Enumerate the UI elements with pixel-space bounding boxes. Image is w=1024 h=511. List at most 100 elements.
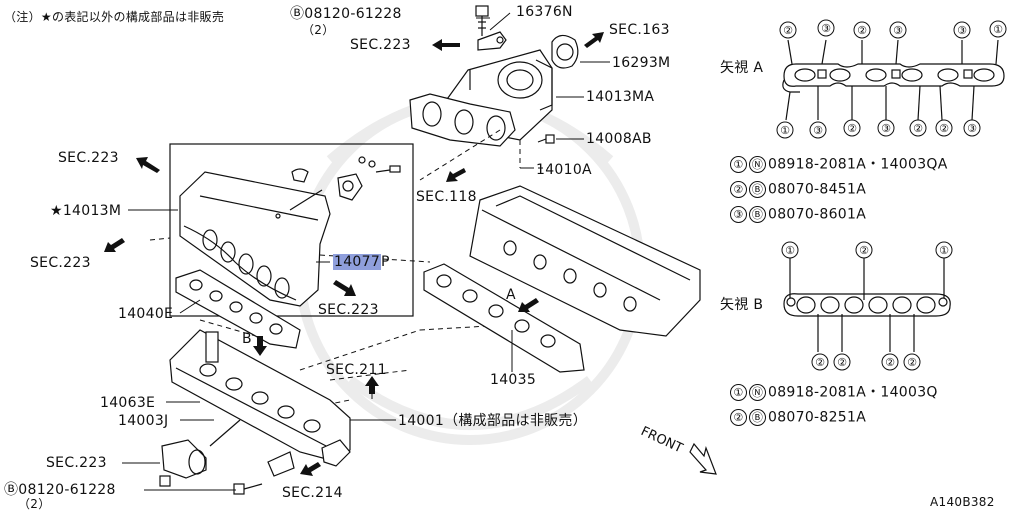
view-b-top-mark: ① — [939, 244, 949, 257]
label-14010a: 14010A — [536, 162, 592, 178]
view-b-bottom-mark: ② — [837, 356, 847, 369]
view-a-top-marks: ② ③ ② ③ ③ ① — [779, 19, 1007, 39]
legend-code: Ⓑ — [749, 181, 766, 198]
gasket-16293m-part — [551, 34, 579, 69]
view-a-top-mark: ③ — [821, 22, 831, 35]
legend-mark: ① — [730, 156, 747, 173]
view-a-bottom-marks: ① ③ ② ③ ② ② ③ — [776, 119, 981, 139]
legend-text: 08070-8251A — [768, 409, 867, 426]
legend-text: 08918-2081A・14003QA — [768, 156, 948, 173]
bracket-16376n-part — [477, 31, 507, 51]
front-arrow — [689, 442, 717, 475]
legend-code: Ⓝ — [749, 156, 766, 173]
view-a-top-mark: ③ — [893, 24, 903, 37]
label-bolt-bottom: Ⓑ08120-61228 — [4, 482, 116, 498]
gasket-14010a-part — [409, 93, 516, 147]
label-sec214: SEC.214 — [282, 485, 343, 501]
sensor-parts — [275, 156, 401, 219]
note-text: （注）★の表記以外の構成部品は非販売 — [4, 10, 225, 24]
arrow-sec214 — [300, 462, 321, 476]
arrow-sec118 — [446, 168, 466, 182]
view-b-title: 矢視 B — [720, 297, 764, 313]
label-arrow-b: B — [242, 331, 252, 347]
label-bolt-top-qty: （2） — [302, 23, 335, 37]
label-14035: 14035 — [490, 372, 537, 388]
label-bolt-bottom-qty: （2） — [18, 497, 51, 511]
label-sec211: SEC.211 — [326, 362, 387, 378]
view-b-top-marks: ① ② ① — [781, 241, 953, 259]
cylinder-head-part — [469, 185, 701, 337]
legend-mark: ② — [730, 409, 747, 426]
view-a-bottom-mark: ① — [780, 124, 790, 137]
label-bolt-top: Ⓑ08120-61228 — [290, 6, 402, 22]
label-sec118: SEC.118 — [416, 189, 477, 205]
label-arrow-a: A — [506, 287, 516, 303]
actuator-part — [161, 439, 207, 479]
label-16293m: 16293M — [612, 55, 671, 71]
view-b-top-mark: ① — [785, 244, 795, 257]
lower-manifold-14001-part — [169, 329, 351, 461]
label-14040e: 14040E — [118, 306, 174, 322]
view-a-top-mark: ② — [783, 24, 793, 37]
bolt-top-part — [475, 5, 489, 36]
view-a-bottom-mark: ③ — [967, 122, 977, 135]
view-b-bottom-mark: ② — [815, 356, 825, 369]
label-sec163: SEC.163 — [609, 22, 670, 38]
view-a-title: 矢視 A — [720, 60, 764, 76]
legend-mark: ③ — [730, 206, 747, 223]
view-b-drawing — [783, 258, 951, 352]
legend-code: Ⓑ — [749, 206, 766, 223]
legend-mark: ② — [730, 181, 747, 198]
label-14013m: ★14013M — [50, 203, 122, 219]
label-sec223-left1: SEC.223 — [58, 150, 119, 166]
drawing-id: A140B382 — [930, 495, 995, 509]
arrow-sec223-top — [432, 39, 460, 51]
intake-manifold-14013m-part — [179, 171, 331, 307]
view-a-top-mark: ① — [993, 23, 1003, 36]
arrow-sec223-box — [333, 280, 356, 296]
view-a-bottom-mark: ② — [847, 122, 857, 135]
view-a-bottom-mark: ③ — [813, 124, 823, 137]
label-14013ma: 14013MA — [586, 89, 655, 105]
label-14008ab: 14008AB — [586, 131, 652, 147]
bolt-14008ab-part — [537, 134, 555, 144]
arrow-a — [518, 298, 539, 312]
label-sec223-box: SEC.223 — [318, 302, 379, 318]
arrow-b — [253, 336, 267, 356]
label-sec223-bottom: SEC.223 — [46, 455, 107, 471]
legend-code: Ⓑ — [749, 409, 766, 426]
arrow-sec163 — [584, 32, 604, 48]
view-a-top-mark: ③ — [957, 24, 967, 37]
view-b-bottom-mark: ② — [885, 356, 895, 369]
gasket-14040e-part — [175, 269, 301, 349]
label-sec223-top: SEC.223 — [350, 37, 411, 53]
manifold-group-box — [169, 143, 414, 317]
label-14063e: 14063E — [100, 395, 156, 411]
label-14077p-suffix: P — [381, 254, 390, 270]
legend-text: 08070-8451A — [768, 181, 867, 198]
view-b-bottom-mark: ② — [907, 356, 917, 369]
view-b-bottom-marks: ② ② ② ② — [811, 353, 921, 371]
label-16376n: 16376N — [516, 4, 573, 20]
view-a-bottom-mark: ③ — [881, 122, 891, 135]
legend-code: Ⓝ — [749, 384, 766, 401]
view-a-top-mark: ② — [857, 24, 867, 37]
legend-text: 08070-8601A — [768, 206, 867, 223]
bolt-bottom-part — [159, 439, 351, 495]
label-14003j: 14003J — [118, 413, 169, 429]
label-14077p: 14077P — [333, 254, 390, 270]
view-a-bottom-mark: ② — [913, 122, 923, 135]
callout-marks: ② ③ ② ③ ③ ① ① ③ ② ③ ② ② ③ ① ② ① ② ② ② ② — [776, 19, 1007, 371]
direction-arrows — [104, 32, 604, 476]
arrow-sec223-left2 — [104, 238, 125, 252]
view-a-bottom-mark: ② — [939, 122, 949, 135]
legend-mark: ① — [730, 384, 747, 401]
arrow-sec211 — [365, 376, 379, 394]
label-14077p-highlight: 14077 — [333, 254, 382, 270]
